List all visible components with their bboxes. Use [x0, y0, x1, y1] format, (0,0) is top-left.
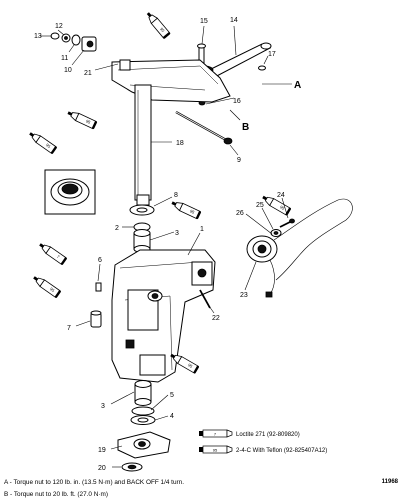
bolt-22 [199, 289, 211, 309]
callout-4: 4 [170, 413, 174, 420]
callout-21: 21 [84, 70, 92, 77]
torque-note-a: A - Torque nut to 120 lb. in. (13.5 N·m)… [4, 479, 184, 486]
callout-18: 18 [176, 140, 184, 147]
callout-17: 17 [268, 51, 276, 58]
legend-tube-icon: 95 [199, 445, 233, 454]
upper-bushings [129, 204, 155, 253]
seal-inset [44, 169, 96, 215]
steering-bracket [111, 59, 231, 103]
tube-label: 95 [189, 208, 196, 215]
callout-12: 12 [55, 23, 63, 30]
callout-2: 2 [115, 225, 119, 232]
tube-label: 95 [45, 142, 52, 149]
tube-label: 95 [187, 362, 194, 369]
sealant-tube-icon: 95 [65, 108, 98, 130]
callout-16: 16 [233, 98, 241, 105]
legend-tube-icon: 7 [199, 429, 233, 438]
pivot-hardware [50, 32, 97, 52]
callout-labels: 13 12 11 10 21 15 14 17 A 16 B 9 18 8 2 … [34, 17, 301, 472]
callout-1: 1 [200, 226, 204, 233]
callout-a: A [294, 80, 301, 91]
callout-3-upper: 3 [175, 230, 179, 237]
steering-column [134, 84, 152, 206]
lower-yoke [117, 431, 171, 472]
callout-5: 5 [170, 392, 174, 399]
callout-25: 25 [256, 202, 264, 209]
tube-label: 7 [56, 254, 61, 260]
callout-14: 14 [230, 17, 238, 24]
callout-7: 7 [67, 325, 71, 332]
swivel-bracket [111, 249, 216, 383]
callout-9: 9 [237, 157, 241, 164]
sealant-tube-icon: 95 [169, 198, 202, 220]
sealant-tube-icon: 95 [27, 129, 58, 155]
callout-26: 26 [236, 210, 244, 217]
legend-tube-label: 7 [214, 432, 217, 437]
legend: 7 Loctite 271 (92-809820) 95 2-4-C With … [199, 429, 327, 454]
legend-tube-label: 95 [213, 448, 218, 453]
callout-24: 24 [277, 192, 285, 199]
tube-label: 95 [279, 204, 286, 211]
legend-item-2-4-c: 2-4-C With Teflon (92-825407A12) [236, 448, 327, 454]
callout-15: 15 [200, 18, 208, 25]
sealant-tube-icon: 95 [168, 351, 200, 374]
bolt-9 [175, 111, 233, 145]
callout-20: 20 [98, 465, 106, 472]
switch-assembly [246, 198, 353, 298]
leader-lines [40, 25, 292, 468]
callout-19: 19 [98, 447, 106, 454]
callout-6: 6 [98, 257, 102, 264]
tube-label: 95 [85, 118, 92, 125]
sealant-tube-icon: 7 [37, 240, 68, 266]
callout-13: 13 [34, 33, 42, 40]
callout-23: 23 [240, 292, 248, 299]
sealant-tube-icon: 95 [31, 273, 62, 299]
callout-8: 8 [174, 192, 178, 199]
reference-number: 11968 [382, 479, 399, 485]
sealant-tube-icon: 95 [144, 10, 171, 40]
callout-22: 22 [212, 315, 220, 322]
sealant-tube-icon: 95 [260, 193, 292, 216]
callout-10: 10 [64, 67, 72, 74]
callout-b: B [242, 122, 249, 133]
callout-11: 11 [61, 55, 68, 62]
pin-and-bushing [90, 282, 102, 328]
lower-bushings [130, 380, 156, 425]
tube-label: 95 [49, 286, 56, 293]
legend-item-loctite: Loctite 271 (92-809820) [236, 432, 300, 438]
torque-note-b: B - Torque nut to 20 lb. ft. (27.0 N·m) [4, 491, 108, 498]
tube-label: 95 [159, 26, 166, 33]
callout-3-lower: 3 [101, 403, 105, 410]
